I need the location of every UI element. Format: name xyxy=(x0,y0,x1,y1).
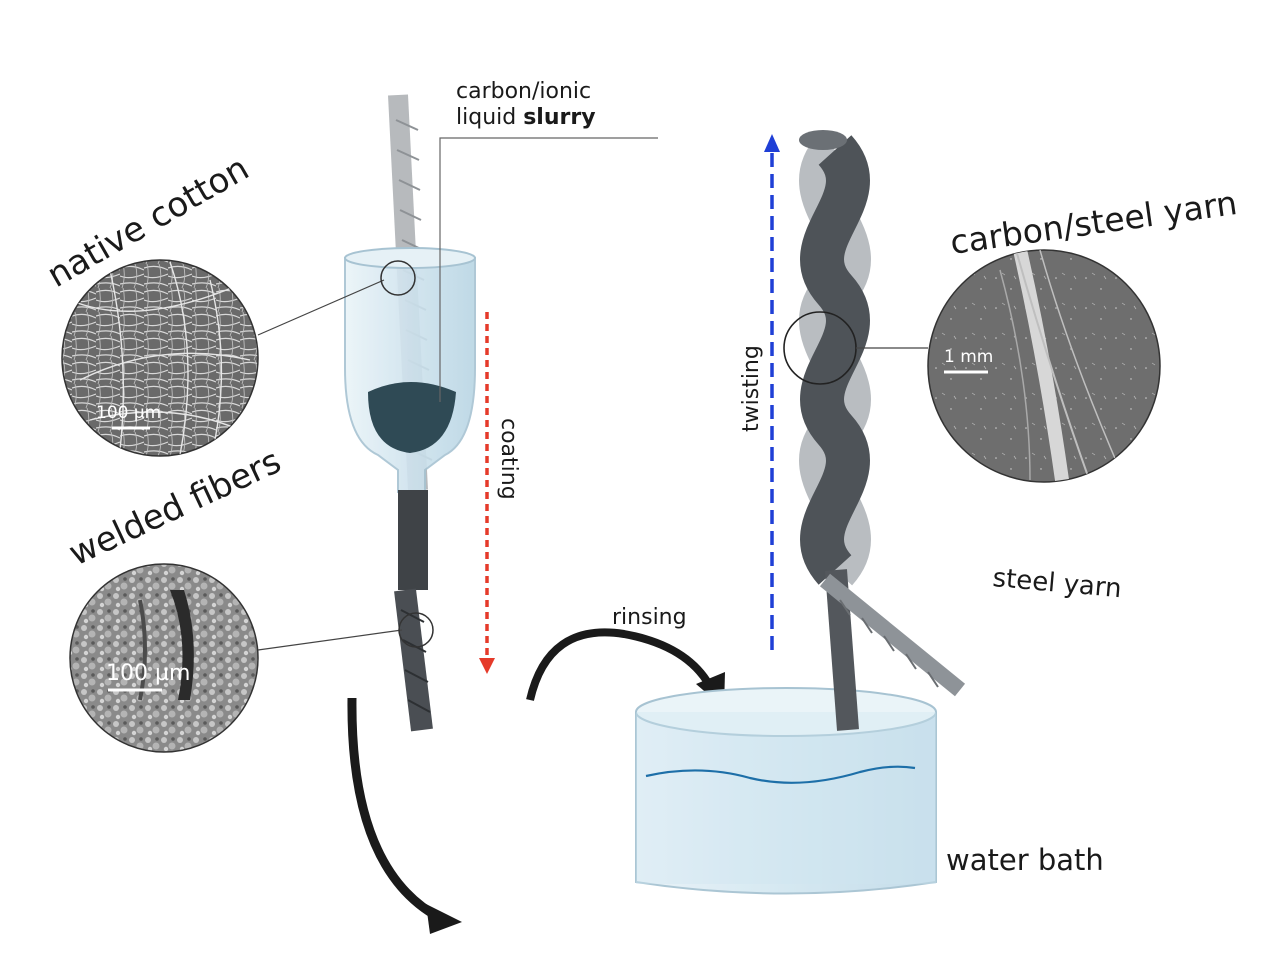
slurry-pool xyxy=(368,382,456,453)
carbon-steel-yarn-sem xyxy=(927,249,1161,483)
rinsing-label: rinsing xyxy=(612,605,687,630)
carbon-steel-yarn-label: carbon/steel yarn xyxy=(948,183,1240,262)
slurry-label-line1: carbon/ionic xyxy=(456,79,591,104)
water-surface xyxy=(645,765,916,784)
welded-zoom-marker xyxy=(398,612,434,648)
steel-yarn-label: steel yarn xyxy=(991,563,1122,604)
native-cotton-sem xyxy=(61,259,259,457)
water-bath-label: water bath xyxy=(946,843,1104,877)
rinsing-curved-arrow xyxy=(526,628,716,701)
twisted-yarn xyxy=(799,130,966,731)
scale-label-yarn: 1 mm xyxy=(944,347,993,367)
scale-label-cotton: 100 µm xyxy=(96,403,161,423)
welded-fibers-label: welded fibers xyxy=(63,441,287,574)
cotton-zoom-marker xyxy=(380,260,416,296)
twisting-label: twisting xyxy=(739,345,764,432)
slurry-label-line2: liquid slurry xyxy=(456,105,596,130)
welded-fibers-sem xyxy=(69,563,259,753)
water-bath xyxy=(635,687,937,895)
coated-yarn xyxy=(398,490,428,590)
scale-label-welded: 100 µm xyxy=(106,661,190,686)
coating-label: coating xyxy=(496,418,521,500)
output-curved-arrow xyxy=(347,697,443,922)
slurry-beaker xyxy=(344,247,476,493)
